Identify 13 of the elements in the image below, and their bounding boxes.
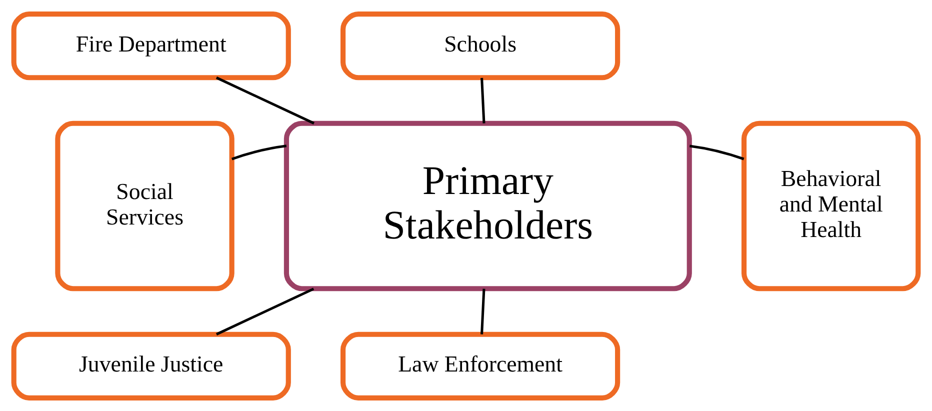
connector — [690, 144, 744, 160]
node-box: Social Services — [55, 120, 234, 291]
node-box: Primary Stakeholders — [284, 120, 692, 291]
node-box: Schools — [340, 11, 620, 80]
connector — [480, 288, 486, 334]
connector — [216, 76, 314, 124]
connector — [216, 287, 314, 335]
node-box: Behavioral and Mental Health — [741, 120, 921, 291]
node-box: Fire Department — [11, 11, 291, 80]
node-box: Juvenile Justice — [11, 331, 291, 400]
node-box: Law Enforcement — [340, 331, 620, 400]
connector — [231, 144, 287, 160]
connector — [480, 77, 486, 123]
